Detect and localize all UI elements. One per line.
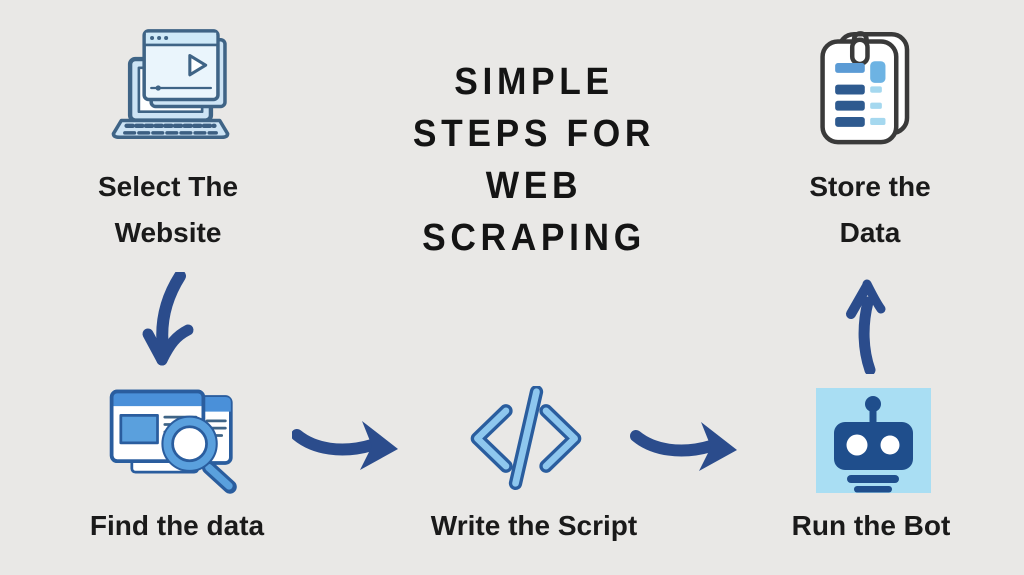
title-line-3: WEB xyxy=(485,165,583,207)
clipboard-notes-icon xyxy=(820,31,910,145)
step-label-store-data: Store the Data xyxy=(809,171,931,248)
arrow-up-icon xyxy=(846,279,886,374)
title-line-4: SCRAPING xyxy=(422,217,646,259)
title-line-1: SIMPLE xyxy=(454,61,614,103)
page-title: SIMPLE STEPS FOR WEB SCRAPING xyxy=(334,56,734,264)
title-line-2: STEPS FOR xyxy=(412,113,656,155)
robot-icon xyxy=(816,388,931,493)
step-label-write-script: Write the Script xyxy=(430,510,638,541)
arrow-right-icon xyxy=(292,421,398,470)
arrow-down-icon xyxy=(142,272,194,366)
step-label-select-website: Select The Website xyxy=(97,171,239,248)
step-label-run-bot: Run the Bot xyxy=(791,510,951,541)
browser-search-icon xyxy=(109,389,237,494)
code-brackets-icon xyxy=(470,386,582,491)
step-label-find-data: Find the data xyxy=(89,510,265,541)
arrow-right-icon xyxy=(630,422,737,471)
laptop-video-icon xyxy=(111,29,230,139)
